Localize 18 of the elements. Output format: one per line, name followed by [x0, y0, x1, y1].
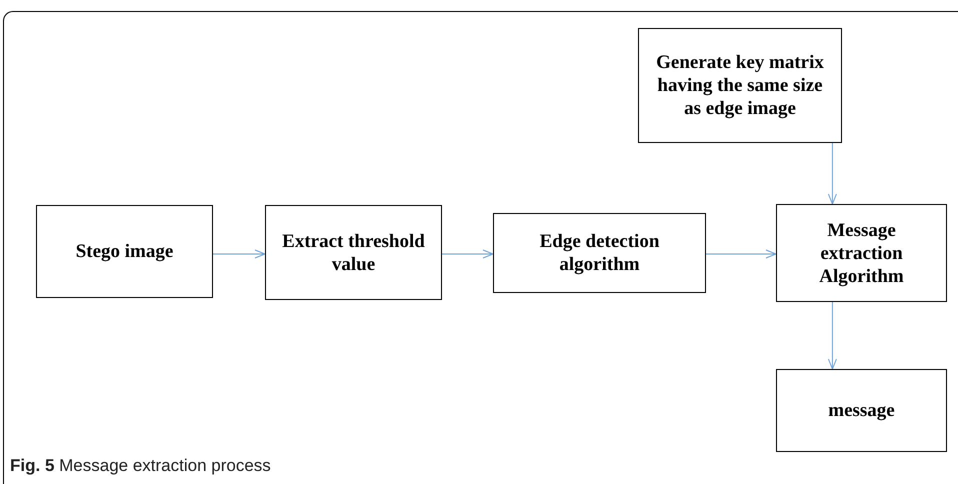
box-label: Generate key matrix having the same size as edge image: [655, 51, 825, 120]
arrow: [706, 250, 776, 258]
process-box: [493, 213, 706, 293]
process-box: [36, 205, 213, 298]
process-box: [265, 205, 442, 300]
box-label: Extract threshold value: [281, 230, 426, 276]
arrow: [828, 302, 837, 370]
process-box: [776, 204, 947, 302]
arrow: [212, 250, 266, 258]
process-box: [776, 369, 947, 452]
box-label: message: [828, 399, 895, 422]
box-label: Edge detection algorithm: [538, 230, 660, 276]
arrow: [828, 142, 837, 204]
box-label: Message extraction Algorithm: [818, 218, 905, 288]
arrow: [442, 250, 494, 258]
process-box: [638, 28, 842, 143]
box-label: Stego image: [76, 240, 174, 263]
figure-caption: Fig. 5 Message extraction process: [10, 455, 271, 477]
